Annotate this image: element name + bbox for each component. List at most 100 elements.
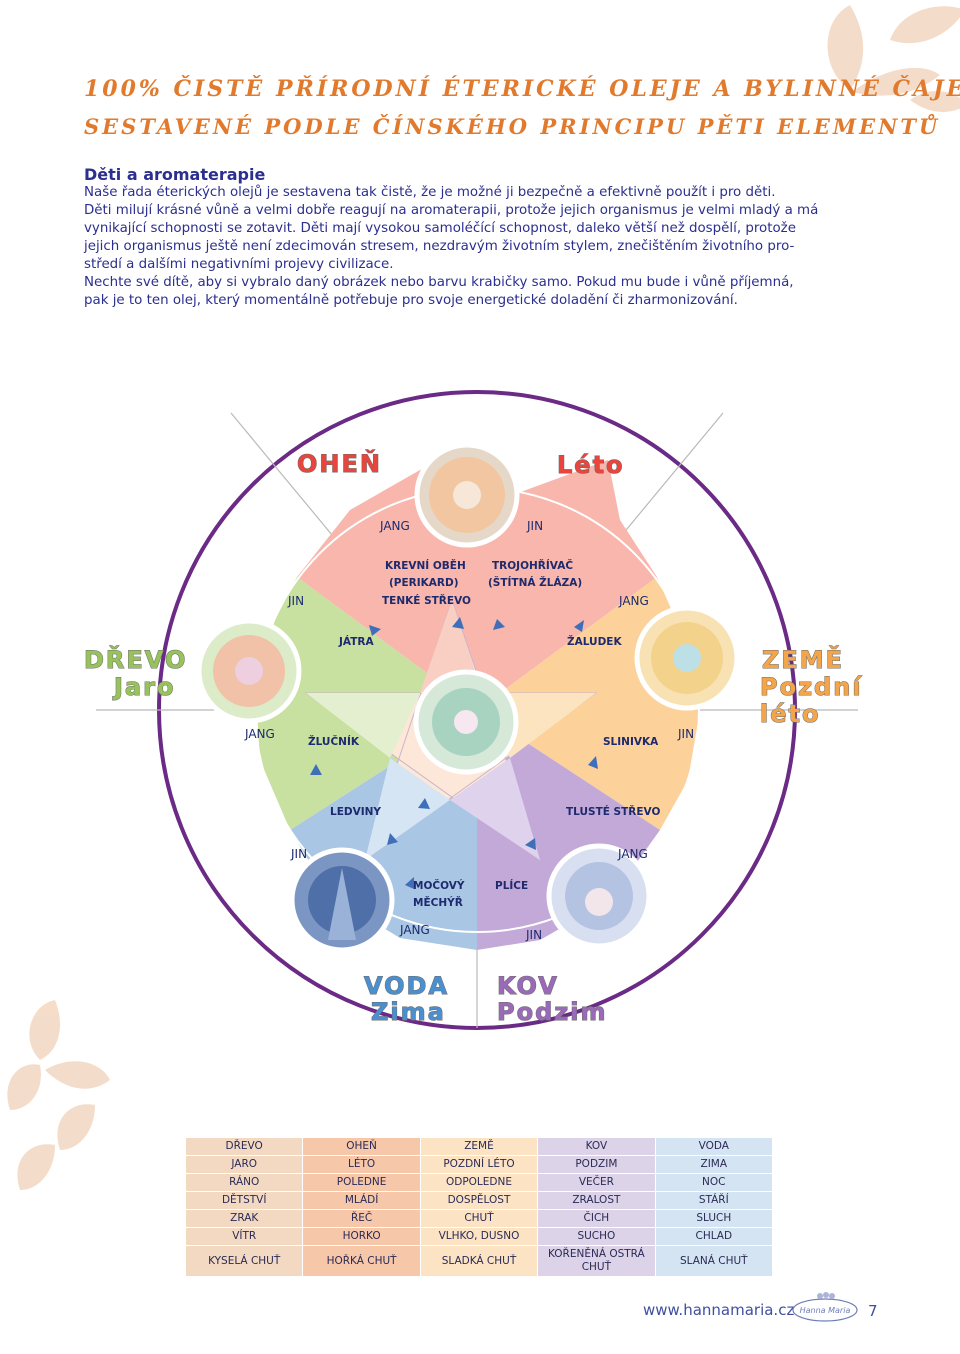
polarity-wood-top: JIN [287, 594, 304, 608]
table-cell: NOC [654, 1173, 774, 1192]
polarity-fire-left: JANG [379, 519, 410, 533]
polarity-fire-right: JIN [526, 519, 543, 533]
intro-line: Naše řada éterických olejů je sestavena … [84, 185, 776, 200]
polarity-water-bottom: JANG [399, 923, 430, 937]
table-cell: KOŘENĚNÁ OSTRÁ CHUŤ [537, 1245, 656, 1277]
label-summer: Léto [557, 451, 625, 479]
table-cell: LÉTO [302, 1155, 421, 1174]
organ-lungs: PLÍCE [495, 879, 528, 892]
label-fire: OHEŇ [297, 449, 382, 478]
table-cell: VLHKO, DUSNO [419, 1227, 539, 1246]
table-cell: SLANÁ CHUŤ [654, 1245, 774, 1277]
medallion-fire [414, 442, 520, 548]
hanna-maria-logo: Hanna Maria [792, 1292, 858, 1322]
medallion-center [413, 669, 519, 775]
table-cell: POLEDNE [302, 1173, 421, 1192]
intro-heading: Děti a aromaterapie [84, 165, 266, 184]
organ-fire-right-1: TROJOHŘÍVAČ [492, 559, 573, 572]
table-cell: POZDNÍ LÉTO [419, 1155, 539, 1174]
fire-sector [477, 460, 657, 710]
label-wood: DŘEVO [84, 645, 187, 674]
polarity-water-top: JIN [290, 847, 307, 861]
table-cell: OHEŇ [302, 1137, 421, 1156]
intro-line: Děti milují krásné vůně a velmi dobře re… [84, 203, 819, 218]
organ-liver: JÁTRA [338, 635, 374, 648]
organ-stomach: ŽALUDEK [567, 635, 622, 648]
table-cell: PODZIM [537, 1155, 656, 1174]
table-cell: KYSELÁ CHUŤ [184, 1245, 304, 1277]
organ-spleen: SLINIVKA [603, 736, 659, 748]
table-cell: DOSPĚLOST [419, 1191, 539, 1210]
table-cell: ZIMA [654, 1155, 774, 1174]
table-cell: SLADKÁ CHUŤ [419, 1245, 539, 1277]
medallion-wood [196, 618, 302, 724]
table-cell: ZRALOST [537, 1191, 656, 1210]
organ-kidneys: LEDVINY [330, 806, 381, 818]
label-autumn: Podzim [497, 998, 607, 1026]
table-cell: DĚTSTVÍ [184, 1191, 304, 1210]
table-cell: HORKO [302, 1227, 421, 1246]
table-cell: ZRAK [184, 1209, 304, 1228]
page-title-line-2: SESTAVENÉ PODLE ČÍNSKÉHO PRINCIPU PĚTI E… [84, 114, 941, 139]
intro-line: Nechte své dítě, aby si vybralo daný obr… [84, 275, 794, 290]
table-cell: CHLAD [654, 1227, 774, 1246]
table-cell: CHUŤ [419, 1209, 539, 1228]
medallion-earth [634, 605, 740, 711]
label-metal: KOV [497, 972, 559, 1000]
organ-fire-left-1: KREVNÍ OBĚH [385, 559, 466, 572]
table-cell: JARO [184, 1155, 304, 1174]
organ-gallbladder: ŽLUČNÍK [308, 735, 360, 748]
organ-bladder-2: MĚCHÝŘ [413, 896, 463, 909]
label-earth: ZEMĚ [762, 645, 844, 674]
polarity-metal-bottom: JIN [525, 928, 542, 942]
label-spring: Jaro [112, 673, 175, 701]
polarity-earth-bottom: JIN [677, 727, 694, 741]
table-cell: ODPOLEDNE [419, 1173, 539, 1192]
table-cell: STÁŘÍ [654, 1191, 774, 1210]
five-elements-diagram: OHEŇ Léto DŘEVO Jaro ZEMĚ Pozdní léto VO… [84, 390, 863, 1030]
cycle-arrows [310, 617, 598, 889]
table-cell: VODA [654, 1137, 774, 1156]
svg-text:Hanna Maria: Hanna Maria [800, 1306, 851, 1315]
table-cell: ZEMĚ [419, 1137, 539, 1156]
table-cell: KOV [537, 1137, 656, 1156]
polarity-metal-top: JANG [617, 847, 648, 861]
flower-decoration-top [827, 5, 960, 112]
label-late-summer-1: Pozdní [760, 673, 863, 701]
table-cell: ČICH [537, 1209, 656, 1228]
label-water: VODA [364, 972, 449, 1000]
intro-line: jejich organismus ještě není zdecimován … [84, 239, 795, 254]
page-title-line-1: 100% ČISTĚ PŘÍRODNÍ ÉTERICKÉ OLEJE A BYL… [84, 76, 960, 102]
organ-fire-right-2: (ŠTÍTNÁ ŽLÁZA) [488, 576, 582, 589]
intro-line: vynikající schopnosti se zotavit. Děti m… [84, 221, 796, 236]
polarity-earth-top: JANG [618, 594, 649, 608]
table-cell: RÁNO [184, 1173, 304, 1192]
table-cell: MLÁDÍ [302, 1191, 421, 1210]
intro-line: pak je to ten olej, který momentálně pot… [84, 293, 738, 308]
table-cell: DŘEVO [184, 1137, 304, 1156]
organ-fire-left-3: TENKÉ STŘEVO [382, 594, 471, 607]
flower-decoration-bottom [7, 1000, 110, 1190]
table-cell: SLUCH [654, 1209, 774, 1228]
footer-url[interactable]: www.hannamaria.cz [643, 1301, 795, 1319]
table-cell: VEČER [537, 1173, 656, 1192]
intro-line: středí a dalšími negativními projevy civ… [84, 257, 394, 272]
table-cell: VÍTR [184, 1227, 304, 1246]
label-winter: Zima [371, 998, 446, 1026]
medallion-metal [546, 843, 652, 949]
table-cell: HOŘKÁ CHUŤ [302, 1245, 421, 1277]
label-late-summer-2: léto [760, 700, 820, 728]
polarity-wood-bottom: JANG [244, 727, 275, 741]
organ-colon: TLUSTÉ STŘEVO [566, 805, 660, 818]
organ-bladder-1: MOČOVÝ [413, 879, 465, 892]
medallion-water [289, 847, 395, 953]
organ-fire-left-2: (PERIKARD) [389, 577, 459, 589]
page-number: 7 [868, 1302, 878, 1320]
